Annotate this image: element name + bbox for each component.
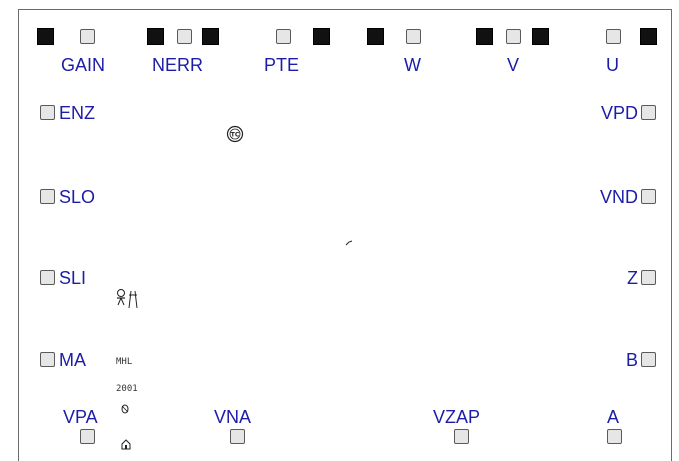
bottom-label-vpa: VPA [63,407,98,427]
bottom-pad-vpa[interactable] [80,429,95,444]
svg-text:TC: TC [231,132,240,139]
left-pad-slo[interactable] [40,189,55,204]
right-label-b: B [625,350,638,370]
top-label-pte: PTE [264,55,300,75]
top-pad-10-filled[interactable] [476,28,493,45]
top-label-u: U [606,55,619,75]
mhl-logo-line1: MHL [116,357,133,367]
right-pad-vnd[interactable] [641,189,656,204]
left-label-enz: ENZ [59,103,95,123]
top-pad-2-empty[interactable] [80,29,95,44]
chip-layout-panel [18,9,672,461]
left-label-slo: SLO [59,187,96,207]
top-pad-13-empty[interactable] [606,29,621,44]
tc-logo-icon: TC [226,125,244,143]
top-pad-8-filled[interactable] [367,28,384,45]
top-pad-14-filled[interactable] [640,28,657,45]
top-pad-3-filled[interactable] [147,28,164,45]
bottom-label-vzap: VZAP [433,407,481,427]
right-label-vnd: VND [599,187,638,207]
left-pad-ma[interactable] [40,352,55,367]
bottom-pad-vzap[interactable] [454,429,469,444]
bottom-label-a: A [607,407,620,427]
left-label-sli: SLI [59,268,87,288]
top-pad-6-empty[interactable] [276,29,291,44]
top-label-gain: GAIN [61,55,106,75]
top-pad-1-filled[interactable] [37,28,54,45]
bottom-pad-a[interactable] [607,429,622,444]
right-label-vpd: VPD [600,103,638,123]
top-pad-11-empty[interactable] [506,29,521,44]
top-label-v: V [507,55,520,75]
bottom-label-vna: VNA [214,407,252,427]
top-pad-5-filled[interactable] [202,28,219,45]
right-pad-z[interactable] [641,270,656,285]
left-label-ma: MA [59,350,86,370]
bottom-pad-vna[interactable] [230,429,245,444]
house-icon [121,437,131,450]
top-label-nerr: NERR [152,55,204,75]
figures-icon [115,288,139,310]
top-pad-9-empty[interactable] [406,29,421,44]
bug-icon [120,401,130,414]
mhl-logo: MHL 2001 [116,340,138,403]
small-mark-icon [345,233,353,246]
top-pad-7-filled[interactable] [313,28,330,45]
mhl-logo-line2: 2001 [116,384,138,394]
top-label-w: W [404,55,421,75]
top-pad-4-empty[interactable] [177,29,192,44]
right-pad-vpd[interactable] [641,105,656,120]
right-pad-b[interactable] [641,352,656,367]
left-pad-sli[interactable] [40,270,55,285]
right-label-z: Z [627,268,638,288]
left-pad-enz[interactable] [40,105,55,120]
top-pad-12-filled[interactable] [532,28,549,45]
